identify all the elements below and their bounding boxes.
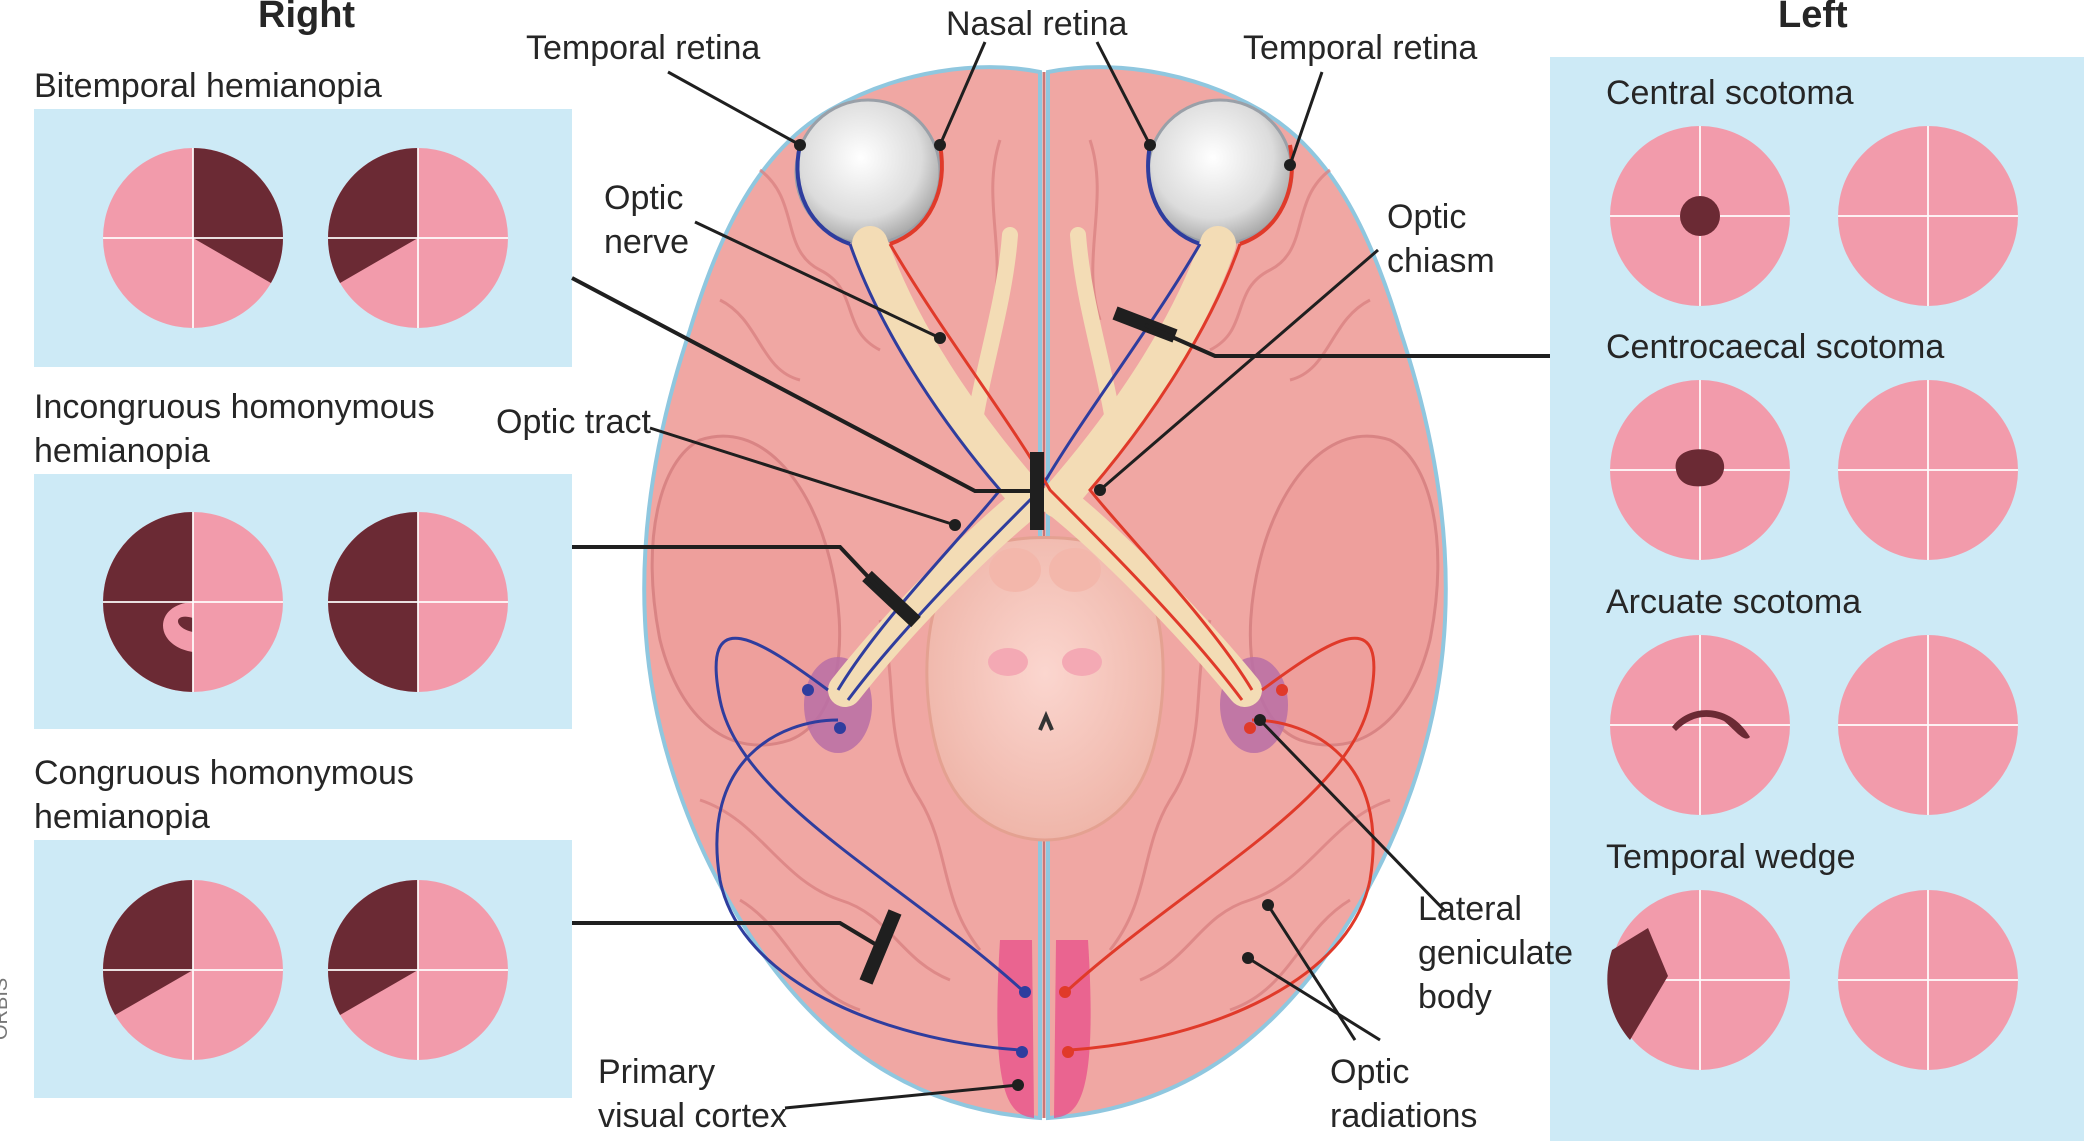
label-optic-chiasm: Optic chiasm	[1387, 198, 1495, 280]
synapse-dots	[802, 684, 1288, 1058]
label-optic-radiations: Optic radiations	[1330, 1053, 1478, 1135]
defect-temporal-wedge	[1607, 928, 1668, 1040]
defect-central-scotoma	[1680, 196, 1720, 236]
field-bitemporal-right-eye-defect	[327, 148, 418, 283]
visual-cortex-left	[997, 940, 1034, 1118]
label-primary-visual-cortex: Primary visual cortex	[598, 1053, 787, 1135]
field-incongruous-left-eye-notch	[163, 602, 193, 652]
field-arcuate-scotoma-normal	[1838, 635, 2018, 815]
label-temporal-retina-right: Temporal retina	[1243, 29, 1478, 67]
field-central-scotoma-affected	[1610, 126, 1790, 306]
brainstem-mammillary-right	[1049, 548, 1101, 592]
retina-left-temporal	[795, 144, 851, 246]
field-congruous-right-eye-defect	[327, 880, 418, 1015]
optic-nerve-band-left	[852, 226, 1048, 518]
field-arcuate-scotoma-affected	[1610, 635, 1790, 815]
label-lateral-geniculate-body: Lateral geniculate body	[1418, 890, 1574, 1016]
field-centrocaecal-scotoma-normal	[1838, 380, 2018, 560]
optic-nerve-band-right	[1040, 226, 1236, 518]
defect-arcuate-scotoma	[1672, 710, 1750, 739]
olfactory-tract-left	[967, 227, 1018, 428]
caption-central-scotoma: Central scotoma	[1606, 74, 1854, 112]
brainstem-peduncle-left	[988, 648, 1028, 676]
caption-congruous: Congruous homonymous hemianopia	[34, 751, 434, 839]
caption-bitemporal: Bitemporal hemianopia	[34, 67, 382, 105]
field-congruous-left-eye-defect	[103, 880, 193, 1015]
field-incongruous-right-eye	[328, 512, 508, 692]
anatomy-leader-dots	[794, 139, 1296, 1091]
retina-left-nasal	[889, 144, 944, 246]
visual-field-group	[103, 126, 2018, 1070]
field-incongruous-left-eye	[103, 512, 283, 692]
anatomy-leaders	[649, 41, 1448, 1110]
credit: ORBIS	[0, 977, 12, 1040]
caption-congruous-text: Congruous homonymous hemianopia	[34, 754, 414, 836]
label-optic-tract: Optic tract	[496, 403, 651, 441]
visual-cortex-right	[1054, 940, 1091, 1118]
retina-right-nasal	[1146, 144, 1201, 246]
aqueduct	[1038, 710, 1054, 731]
brainstem-mammillary-left	[989, 548, 1041, 592]
caption-centrocaecal-scotoma: Centrocaecal scotoma	[1606, 328, 1945, 366]
field-temporal-wedge-affected	[1607, 890, 1790, 1070]
label-temporal-retina-left: Temporal retina	[526, 29, 761, 67]
brain-gyri	[699, 139, 1391, 1012]
field-centrocaecal-scotoma-affected	[1610, 380, 1790, 560]
temporal-lobe-right	[1248, 434, 1440, 747]
field-temporal-wedge-normal	[1838, 890, 2018, 1070]
defect-centrocaecal-scotoma	[1675, 449, 1725, 487]
caption-temporal-wedge: Temporal wedge	[1606, 838, 1856, 876]
lesion-bar-optic-radiation	[859, 909, 902, 985]
brainstem-peduncle-right	[1062, 648, 1102, 676]
optic-tract-band-left	[828, 483, 1047, 707]
field-bitemporal-left-eye	[103, 148, 283, 328]
field-bitemporal-left-eye-defect	[193, 148, 283, 283]
caption-incongruous-text: Incongruous homonymous hemianopia	[34, 388, 435, 470]
field-central-scotoma-normal	[1838, 126, 2018, 306]
side-title-right: Right	[258, 0, 356, 36]
field-congruous-right-eye	[327, 880, 508, 1060]
side-title-left: Left	[1778, 0, 1848, 36]
field-congruous-left-eye	[103, 880, 283, 1060]
field-bitemporal-right-eye	[327, 148, 508, 328]
caption-arcuate-scotoma: Arcuate scotoma	[1606, 583, 1862, 621]
temporal-pathway	[888, 243, 1376, 1052]
label-nasal-retina: Nasal retina	[946, 5, 1128, 43]
caption-incongruous: Incongruous homonymous hemianopia	[34, 385, 454, 473]
label-optic-nerve: Optic nerve	[604, 179, 690, 261]
lesion-leaders	[571, 276, 1550, 949]
olfactory-tract-right	[1070, 227, 1121, 428]
